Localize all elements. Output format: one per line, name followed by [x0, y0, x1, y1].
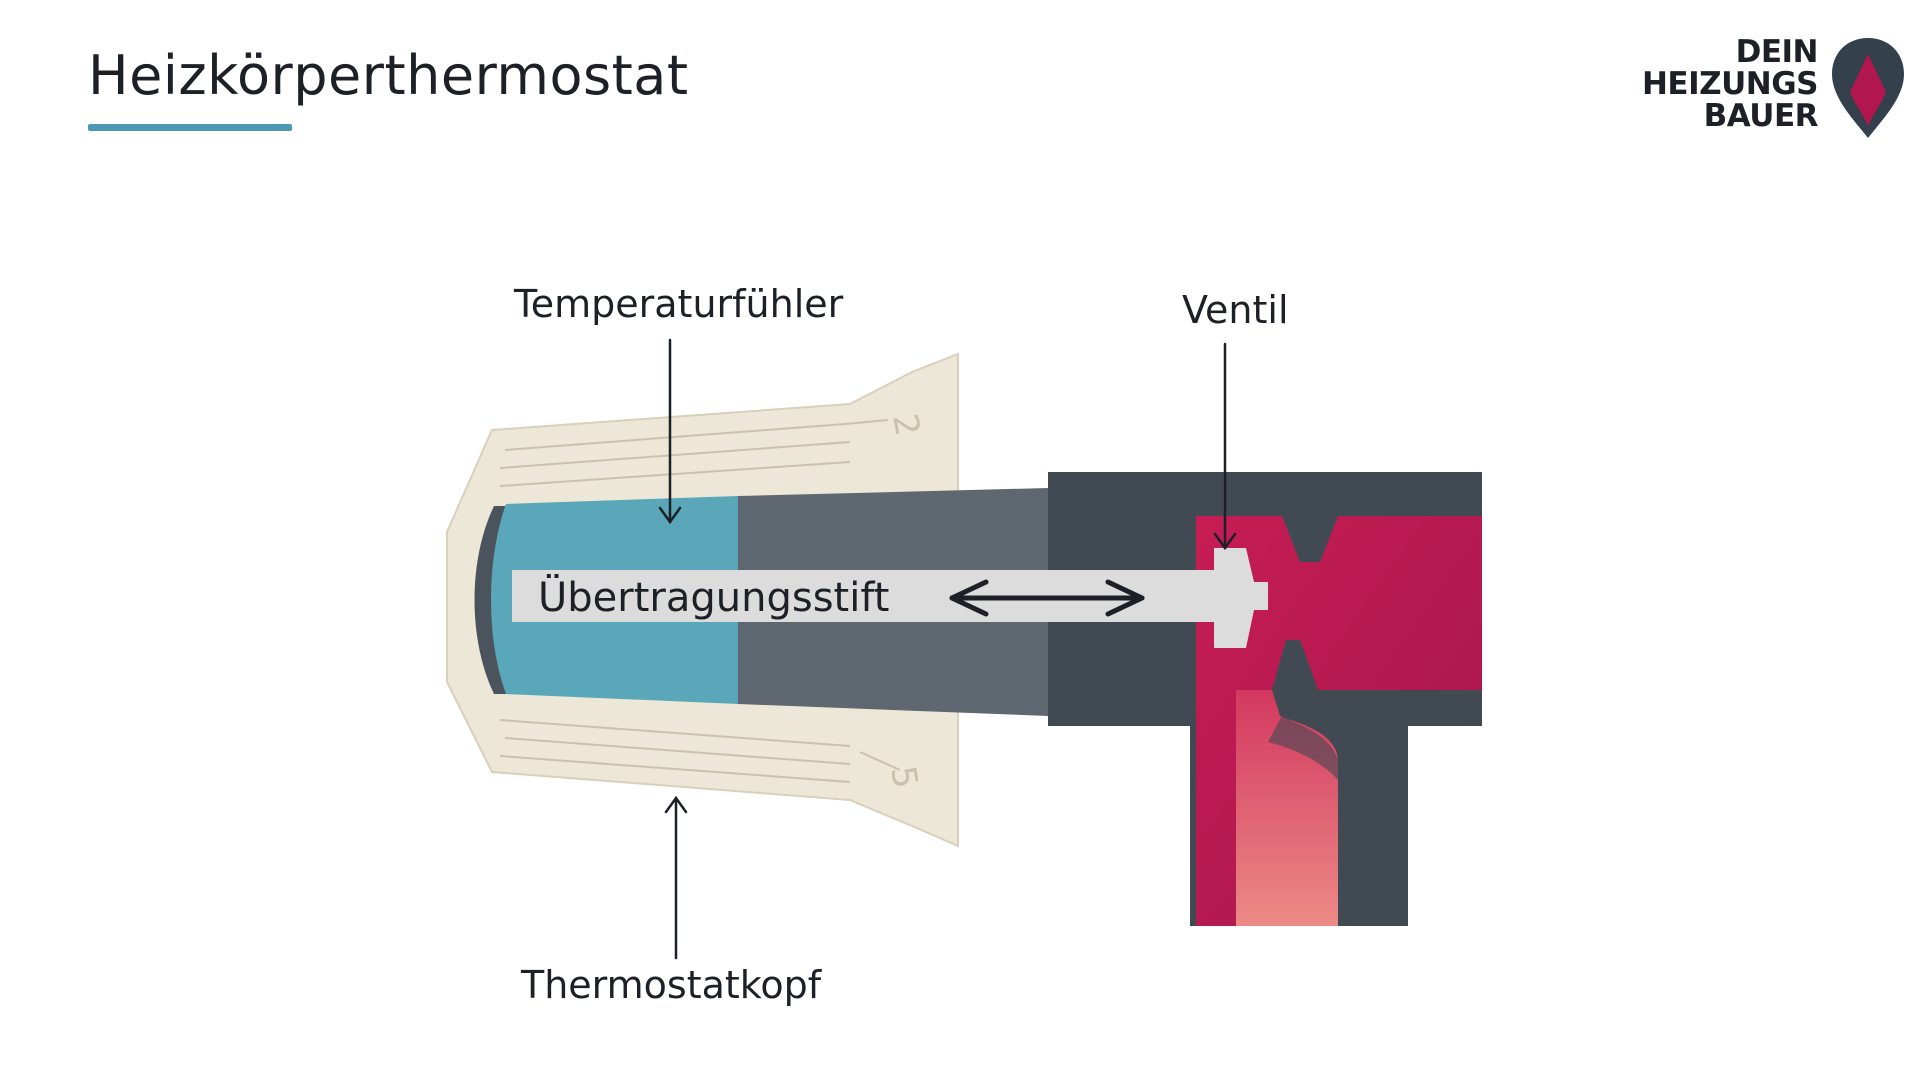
title-underline	[88, 124, 292, 131]
transmission-pin	[512, 548, 1268, 648]
location-pin-icon	[1832, 38, 1904, 138]
label-thermostat-head: Thermostatkopf	[521, 963, 822, 1007]
label-temperature-sensor: Temperaturfühler	[514, 282, 844, 326]
page-title: Heizkörperthermostat	[88, 44, 689, 107]
label-valve: Ventil	[1182, 288, 1289, 332]
movement-arrow-icon	[949, 579, 1145, 617]
head-scale-lines	[499, 419, 901, 783]
logo-line-2: HEIZUNGS	[1641, 66, 1819, 102]
company-logo: DEIN HEIZUNGS BAUER	[1640, 30, 1908, 150]
logo-wordmark: DEIN HEIZUNGS BAUER	[1641, 34, 1819, 134]
valve-seat-lower	[1268, 716, 1338, 780]
logo-line-3: BAUER	[1703, 98, 1819, 134]
logo-line-1: DEIN	[1735, 34, 1819, 70]
pointer-lines	[658, 338, 1237, 960]
hot-water-chamber	[1196, 516, 1482, 926]
label-transmission-pin: Übertragungsstift	[538, 575, 890, 621]
valve-seat	[1272, 640, 1318, 690]
